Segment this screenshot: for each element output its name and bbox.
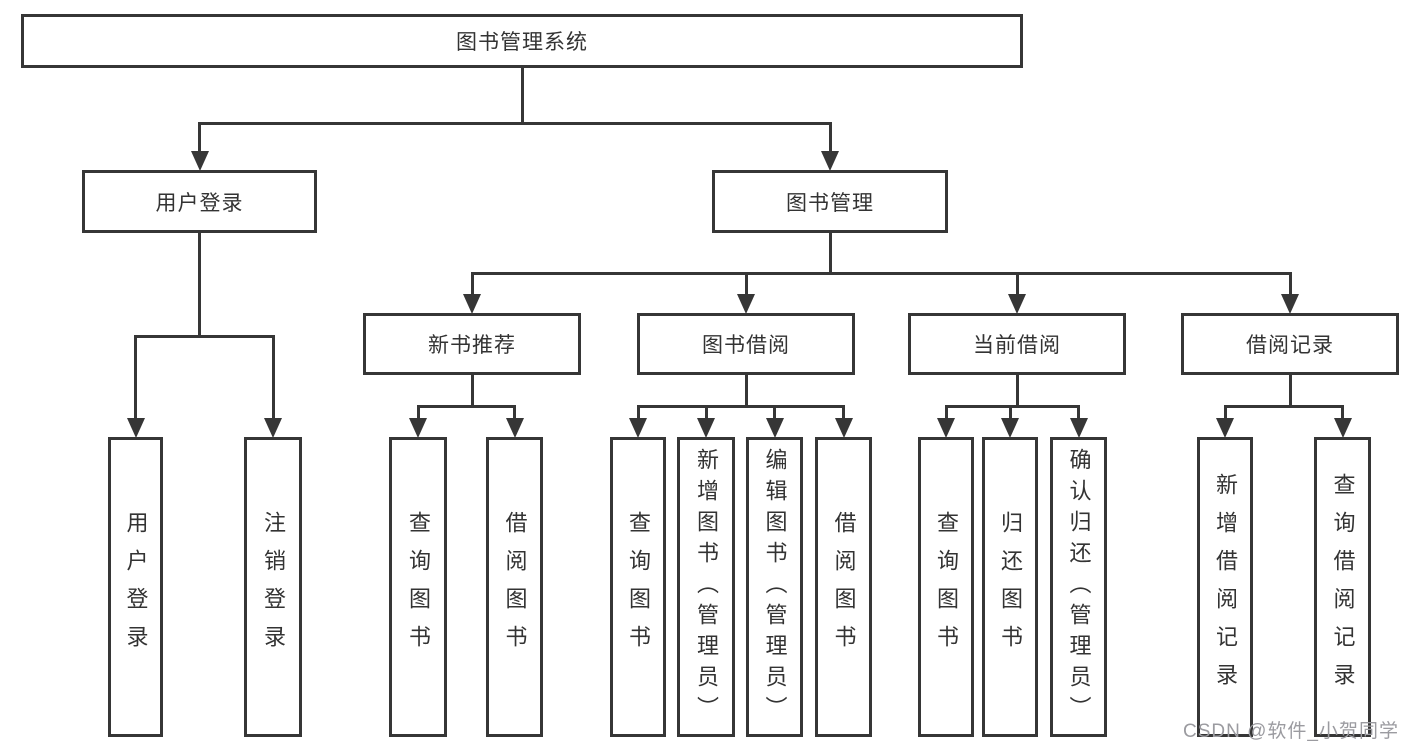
node-label: 编辑图书（管理员） [762, 447, 788, 727]
connector-bar [416, 405, 516, 408]
node-label: 用户登录 [123, 511, 149, 663]
node-label: 查询借阅记录 [1330, 473, 1356, 701]
connector-stem [1288, 375, 1292, 408]
connector-drop [470, 272, 474, 309]
node-leaf-rec-add: 新增借阅记录 [1197, 437, 1253, 737]
connector-drop [198, 122, 201, 166]
node-label: 新书推荐 [428, 334, 516, 357]
node-leaf-cur-confirm: 确认归还（管理员） [1050, 437, 1107, 737]
connector-drop [134, 335, 137, 433]
arrowhead-down-icon [697, 418, 715, 438]
arrowhead-down-icon [629, 418, 647, 438]
connector-bar [1223, 405, 1344, 408]
arrowhead-down-icon [190, 151, 209, 171]
node-label: 查询图书 [406, 511, 431, 663]
node-current: 当前借阅 [908, 313, 1126, 375]
connector-stem [828, 233, 832, 275]
node-leaf-bw-query: 查询图书 [610, 437, 666, 737]
node-root: 图书管理系统 [21, 14, 1023, 68]
arrowhead-down-icon [821, 151, 839, 171]
connector-drop [1015, 272, 1019, 309]
connector-bar [470, 272, 1292, 275]
node-login: 用户登录 [82, 170, 317, 233]
arrowhead-down-icon [126, 418, 145, 438]
node-label: 查询图书 [626, 511, 651, 663]
node-records: 借阅记录 [1181, 313, 1399, 375]
connector-stem [198, 233, 201, 338]
node-leaf-cur-return: 归还图书 [982, 437, 1038, 737]
node-label: 图书管理系统 [456, 31, 588, 54]
node-label: 新增借阅记录 [1213, 473, 1238, 701]
node-label: 借阅记录 [1246, 334, 1334, 357]
node-leaf-rec-query: 查询借阅记录 [1314, 437, 1371, 737]
connector-stem [744, 375, 748, 408]
arrowhead-down-icon [937, 418, 955, 438]
node-leaf-nb-query: 查询图书 [389, 437, 447, 737]
connector-stem [520, 68, 524, 125]
node-newbook: 新书推荐 [363, 313, 581, 375]
node-label: 用户登录 [155, 191, 244, 215]
node-leaf-bw-borrow: 借阅图书 [815, 437, 872, 737]
arrowhead-down-icon [834, 418, 853, 438]
connector-stem [470, 375, 474, 408]
arrowhead-down-icon [264, 418, 282, 438]
node-label: 图书借阅 [702, 334, 790, 357]
node-leaf-bw-add: 新增图书（管理员） [677, 437, 735, 737]
node-label: 借阅图书 [831, 511, 857, 663]
node-label: 图书管理 [786, 191, 874, 215]
node-label: 新增图书（管理员） [694, 447, 719, 727]
connector-drop [828, 122, 832, 166]
connector-bar [636, 405, 845, 408]
connector-drop [744, 272, 748, 309]
arrowhead-down-icon [505, 418, 524, 438]
arrowhead-down-icon [463, 294, 481, 314]
arrowhead-down-icon [409, 418, 427, 438]
node-leaf-logout: 注销登录 [244, 437, 302, 737]
connector-bar [944, 405, 1080, 408]
arrowhead-down-icon [765, 418, 784, 438]
node-leaf-nb-borrow: 借阅图书 [486, 437, 543, 737]
node-bookmgmt: 图书管理 [712, 170, 948, 233]
arrowhead-down-icon [737, 294, 755, 314]
node-leaf-bw-edit: 编辑图书（管理员） [746, 437, 803, 737]
node-leaf-cur-query: 查询图书 [918, 437, 974, 737]
arrowhead-down-icon [1333, 418, 1352, 438]
node-leaf-user-login: 用户登录 [108, 437, 163, 737]
watermark: CSDN @软件_小贺同学 [1183, 721, 1399, 742]
node-label: 确认归还（管理员） [1066, 447, 1092, 727]
node-label: 借阅图书 [502, 511, 528, 663]
arrowhead-down-icon [1281, 294, 1299, 314]
connector-stem [1015, 375, 1019, 408]
connector-drop [271, 335, 275, 433]
node-label: 查询图书 [934, 511, 959, 663]
arrowhead-down-icon [1069, 418, 1088, 438]
node-borrow: 图书借阅 [637, 313, 855, 375]
node-label: 归还图书 [998, 511, 1023, 663]
node-label: 当前借阅 [973, 334, 1061, 357]
node-label: 注销登录 [261, 511, 286, 663]
arrowhead-down-icon [1008, 294, 1026, 314]
arrowhead-down-icon [1216, 418, 1234, 438]
connector-bar [198, 122, 832, 125]
connector-bar [134, 335, 275, 338]
arrowhead-down-icon [1001, 418, 1019, 438]
connector-drop [1288, 272, 1292, 309]
